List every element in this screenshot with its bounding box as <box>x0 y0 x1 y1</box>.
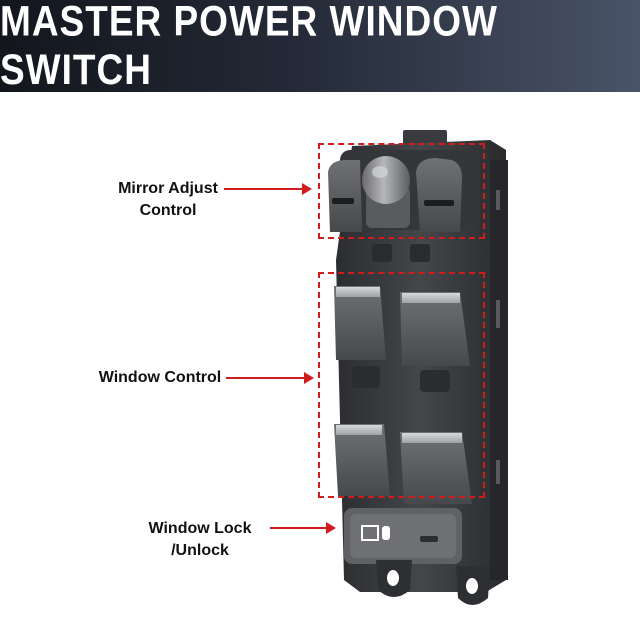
lock-callout-label: Window Lock /Unlock <box>120 518 280 562</box>
window-buttons-front <box>334 286 470 392</box>
lock-callout-line2: /Unlock <box>171 542 229 559</box>
mirror-control-cluster <box>328 150 480 262</box>
window-arrowhead <box>304 372 314 384</box>
top-clip <box>403 130 447 146</box>
window-lock-button <box>344 508 462 564</box>
mirror-callout-pointer <box>224 188 302 190</box>
window-buttons-rear <box>334 424 472 504</box>
window-callout-text: Window Control <box>98 369 222 386</box>
window-highlight-box <box>318 272 485 498</box>
lock-callout-pointer <box>270 527 326 529</box>
mirror-arrowhead <box>302 183 312 195</box>
mirror-callout-line2: Control <box>139 202 197 219</box>
window-callout-label: Window Control <box>60 367 260 389</box>
window-callout-pointer <box>226 377 304 379</box>
mirror-highlight-box <box>318 143 485 239</box>
mirror-callout-line1: Mirror Adjust <box>118 180 218 197</box>
lock-arrowhead <box>326 522 336 534</box>
mirror-callout-label: Mirror Adjust Control <box>88 178 248 222</box>
title-banner: MASTER POWER WINDOW SWITCH <box>0 0 640 94</box>
lock-callout-line1: Window Lock <box>148 520 252 537</box>
mounting-tabs <box>376 560 490 605</box>
banner-title: MASTER POWER WINDOW SWITCH <box>0 0 498 94</box>
